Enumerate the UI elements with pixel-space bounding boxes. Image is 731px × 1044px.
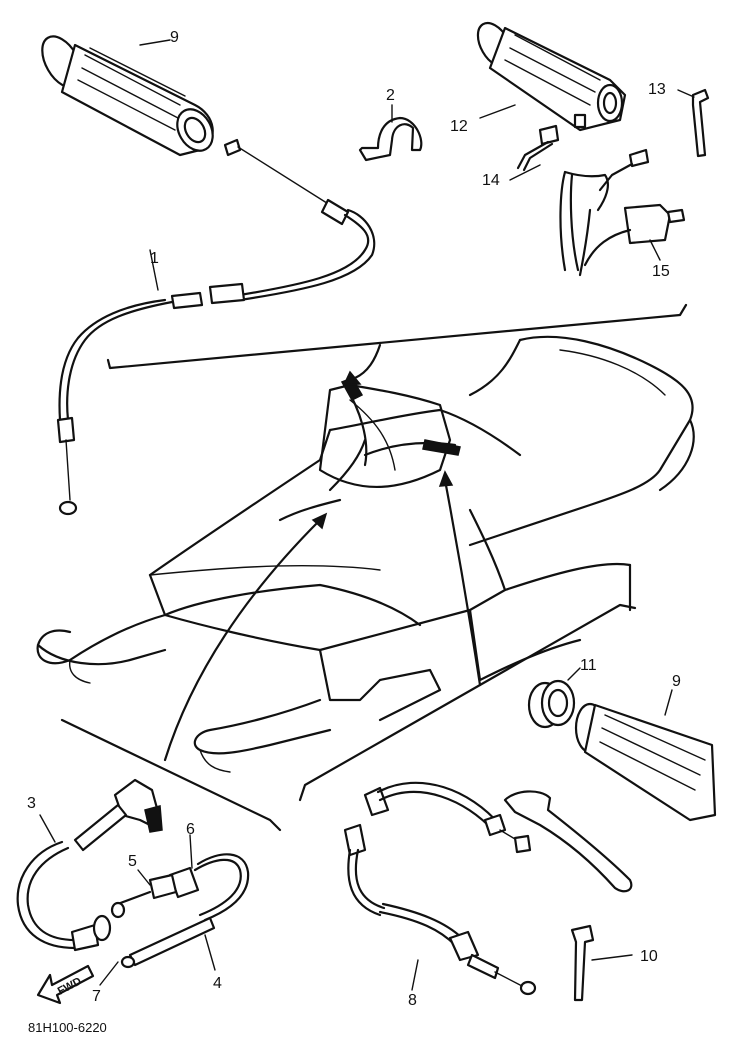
brake-cable-8 — [343, 781, 537, 996]
section-dividers — [60, 303, 688, 832]
callout-11: 11 — [580, 657, 597, 674]
switch-wiring — [509, 124, 686, 277]
callout-9-top: 9 — [170, 29, 179, 46]
fwd-label: FWD — [56, 975, 84, 997]
fwd-arrow-icon — [36, 964, 95, 1005]
grip-9-top — [41, 35, 214, 157]
callout-10: 10 — [640, 948, 658, 965]
callout-13: 13 — [648, 81, 666, 98]
callout-3: 3 — [27, 795, 36, 812]
callout-5: 5 — [128, 853, 137, 870]
callout-1: 1 — [150, 250, 159, 267]
callout-7: 7 — [92, 988, 101, 1005]
grip-12 — [476, 21, 627, 132]
callout-8: 8 — [408, 992, 417, 1009]
callout-12: 12 — [450, 118, 468, 135]
callout-2: 2 — [386, 87, 395, 104]
choke-3 — [16, 778, 163, 952]
callout-9-bottom: 9 — [672, 673, 681, 690]
collar-11 — [527, 667, 581, 729]
tie-10 — [570, 924, 633, 1002]
figure-code: 81H100-6220 — [28, 1020, 107, 1035]
callout-6: 6 — [186, 821, 195, 838]
clip-2 — [358, 104, 423, 162]
callout-15: 15 — [652, 263, 670, 280]
throttle-cable-1 — [56, 138, 376, 516]
tie-13 — [677, 88, 710, 158]
snowmobile-body — [36, 335, 695, 773]
choke-cable-parts — [99, 834, 250, 986]
callout-14: 14 — [482, 172, 500, 189]
grip-9-bottom — [574, 689, 717, 822]
brake-lever — [503, 790, 633, 893]
callout-4: 4 — [213, 975, 222, 992]
leader-arrows — [163, 343, 482, 762]
